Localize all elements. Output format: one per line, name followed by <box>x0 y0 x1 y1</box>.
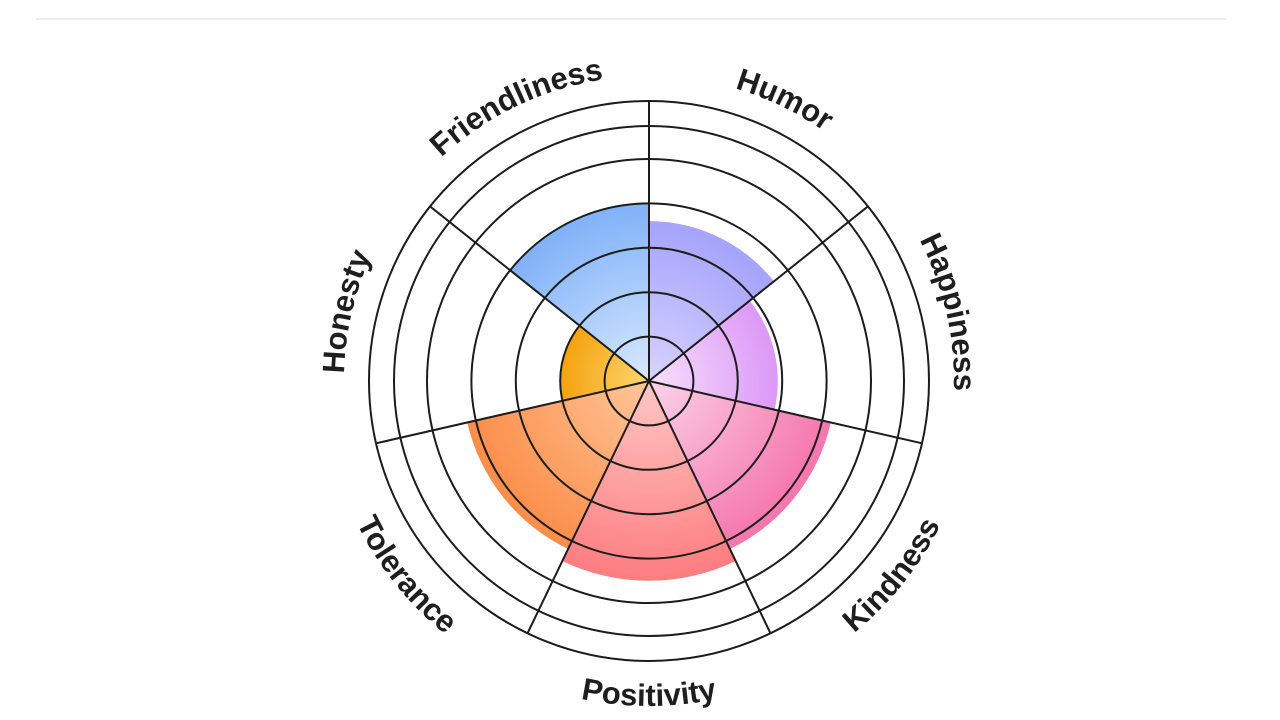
label-humor: Humor <box>733 62 841 138</box>
wedge-happiness <box>649 300 778 410</box>
wedge-humor <box>649 221 774 381</box>
spoke-3 <box>648 380 772 634</box>
wedge-honesty <box>560 325 649 401</box>
label-happiness: Happiness <box>913 228 982 392</box>
spoke-1 <box>648 205 869 382</box>
spoke-5 <box>375 380 650 445</box>
wedge-layer <box>467 203 831 581</box>
wedge-tolerance <box>467 381 649 550</box>
label-kindness: Kindness <box>836 512 947 639</box>
spoke-2 <box>648 380 923 445</box>
spoke-6 <box>429 205 650 382</box>
wedge-positivity <box>562 381 736 581</box>
wedge-friendliness <box>510 203 649 381</box>
wedge-kindness <box>649 381 831 550</box>
grid-layer <box>368 100 930 662</box>
label-honesty: Honesty <box>316 244 378 375</box>
top-divider <box>36 18 1226 20</box>
label-friendliness: Friendliness <box>423 52 605 163</box>
spoke-4 <box>526 380 650 634</box>
label-positivity: Positivity <box>579 671 719 713</box>
